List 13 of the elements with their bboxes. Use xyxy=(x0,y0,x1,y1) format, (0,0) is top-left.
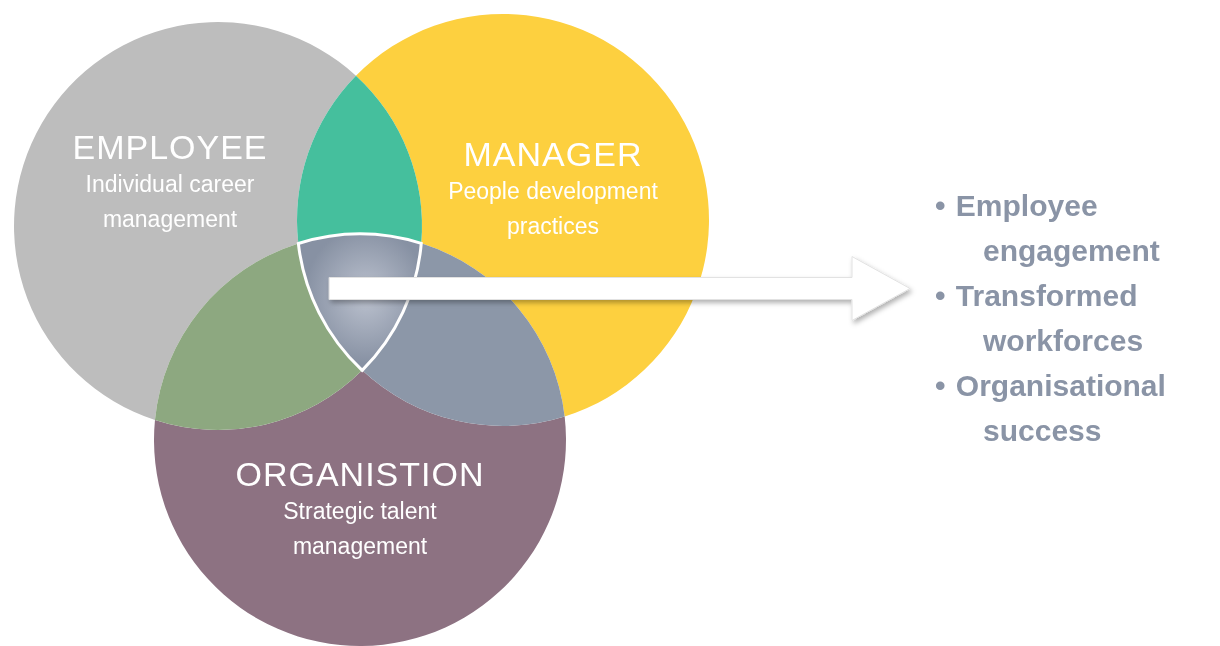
overlap-region xyxy=(154,243,363,430)
overlap-region xyxy=(362,243,565,426)
circle-title: EMPLOYEE xyxy=(72,128,268,167)
bullet-item: • Employee engagement xyxy=(935,188,1161,269)
circle-title: ORGANISTION xyxy=(235,455,485,494)
circle-description: Strategic talent management xyxy=(282,497,438,561)
circle-description: People development practices xyxy=(447,177,659,241)
arrow xyxy=(328,256,911,321)
circle-title: MANAGER xyxy=(463,135,643,174)
bullet-item: • Transformed workforces xyxy=(935,278,1145,359)
circle-description: Individual career management xyxy=(84,170,256,234)
overlap-region xyxy=(297,75,422,244)
bullet-item: • Organisational success xyxy=(935,368,1167,449)
